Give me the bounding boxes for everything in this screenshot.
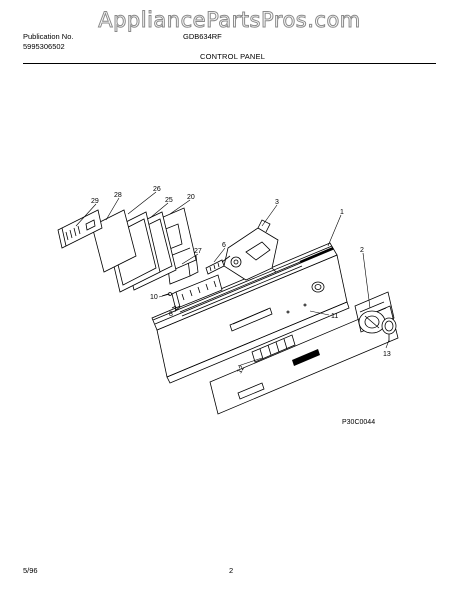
section-title: CONTROL PANEL [200, 52, 266, 61]
callout-6: 6 [222, 242, 226, 249]
figure-code: P30C0044 [342, 419, 375, 426]
callout-28: 28 [114, 192, 122, 199]
callout-13: 13 [383, 351, 391, 358]
callout-10: 10 [150, 294, 158, 301]
callout-20: 20 [187, 194, 195, 201]
watermark: AppliancePartsPros.com [98, 8, 361, 33]
callout-29: 29 [91, 198, 99, 205]
callout-26: 26 [153, 186, 161, 193]
harness-part [205, 255, 231, 275]
callout-25: 25 [165, 197, 173, 204]
footer-date: 5/96 [23, 566, 38, 575]
page-number: 2 [229, 566, 234, 575]
leader-lines [75, 191, 390, 367]
overlay-panel-part [209, 291, 399, 415]
knob-part [381, 317, 397, 342]
card-part [91, 209, 137, 273]
dial-knob-part [358, 310, 386, 334]
strip-part [57, 209, 103, 249]
callout-12: 12 [236, 365, 246, 375]
header-rule [23, 63, 436, 64]
callout-1: 1 [340, 209, 344, 216]
callout-8: 8 [169, 311, 173, 318]
control-panel-part [151, 242, 350, 384]
publication-number: 5995306502 [23, 42, 65, 51]
callout-11: 11 [331, 313, 338, 320]
callout-2: 2 [360, 247, 364, 254]
publication-label: Publication No. [23, 32, 74, 41]
model-number: GDB634RF [183, 32, 222, 41]
callout-27: 27 [194, 248, 202, 255]
callout-3: 3 [275, 199, 279, 206]
switch-assembly-part [171, 274, 223, 311]
